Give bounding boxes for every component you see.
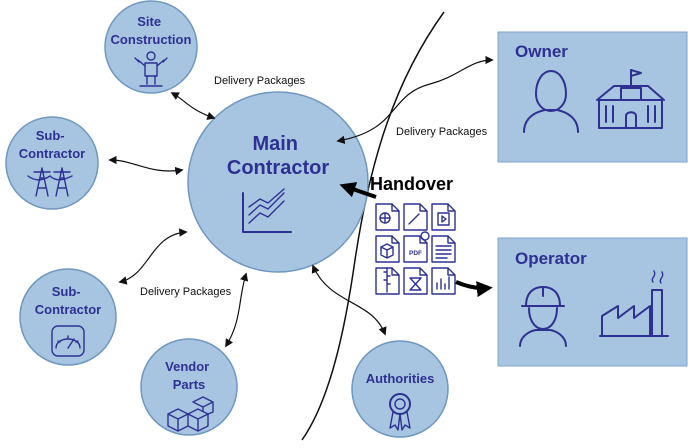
- cube-document-icon: [375, 235, 400, 263]
- operator-handover-arrow: [455, 280, 493, 298]
- hourglass-document-icon: [403, 267, 428, 295]
- sub-contractor-bottom-title: Sub- Contractor: [35, 284, 101, 317]
- worker-icon: [134, 51, 168, 87]
- person-icon: [523, 70, 579, 133]
- boxes-icon: [167, 396, 214, 432]
- authorities-title: Authorities: [366, 371, 435, 386]
- main-to-owner-arrow: [336, 55, 494, 144]
- owner-title: Owner: [515, 42, 568, 61]
- main-contractor-node[interactable]: Main Contractor: [187, 91, 369, 273]
- vendor-parts-title: Vendor Parts: [165, 359, 213, 392]
- pdf-label: PDF: [409, 250, 422, 257]
- main-contractor-title: Main Contractor: [227, 133, 329, 179]
- sub-bottom-to-main-arrow: [118, 228, 188, 285]
- factory-icon: [599, 270, 669, 337]
- pdf-document-icon: PDF: [403, 231, 430, 263]
- site-construction-title: Site Construction: [111, 14, 192, 47]
- main-to-authorities-arrow: [311, 264, 387, 336]
- sub-top-to-main-arrow: [108, 155, 184, 176]
- hardhat-worker-icon: [519, 286, 567, 347]
- site-to-main-arrow: [170, 92, 216, 120]
- building-icon: [596, 69, 665, 129]
- zip-document-icon: [375, 267, 400, 295]
- sub-contractor-bottom-node[interactable]: Sub- Contractor: [19, 268, 117, 366]
- vendor-parts-node[interactable]: Vendor Parts: [140, 338, 238, 436]
- operator-box[interactable]: Operator: [497, 237, 688, 367]
- growth-chart-icon: [242, 188, 292, 233]
- vendor-to-main-arrow: [225, 272, 249, 348]
- cad-document-icon: [375, 203, 400, 231]
- handover-label: Handover: [370, 174, 453, 194]
- power-tower-icon: [27, 167, 73, 197]
- sub-delivery-label: Delivery Packages: [140, 286, 232, 298]
- owner-delivery-label: Delivery Packages: [396, 126, 488, 138]
- ribbon-award-icon: [389, 393, 411, 431]
- document-icon: [403, 203, 428, 231]
- operator-title: Operator: [515, 249, 587, 268]
- video-document-icon: [431, 203, 456, 231]
- site-delivery-label: Delivery Packages: [214, 75, 306, 87]
- chart-document-icon: [431, 267, 456, 295]
- text-document-icon: [431, 235, 456, 263]
- authorities-node[interactable]: Authorities: [351, 340, 449, 438]
- site-construction-node[interactable]: Site Construction: [104, 0, 198, 94]
- handover-arrow: [339, 182, 377, 199]
- document-icons: PDF: [375, 203, 456, 295]
- sub-contractor-top-node[interactable]: Sub- Contractor: [5, 116, 99, 210]
- gauge-icon: [51, 325, 85, 357]
- owner-box[interactable]: Owner: [497, 31, 688, 163]
- sub-contractor-top-title: Sub- Contractor: [19, 128, 85, 161]
